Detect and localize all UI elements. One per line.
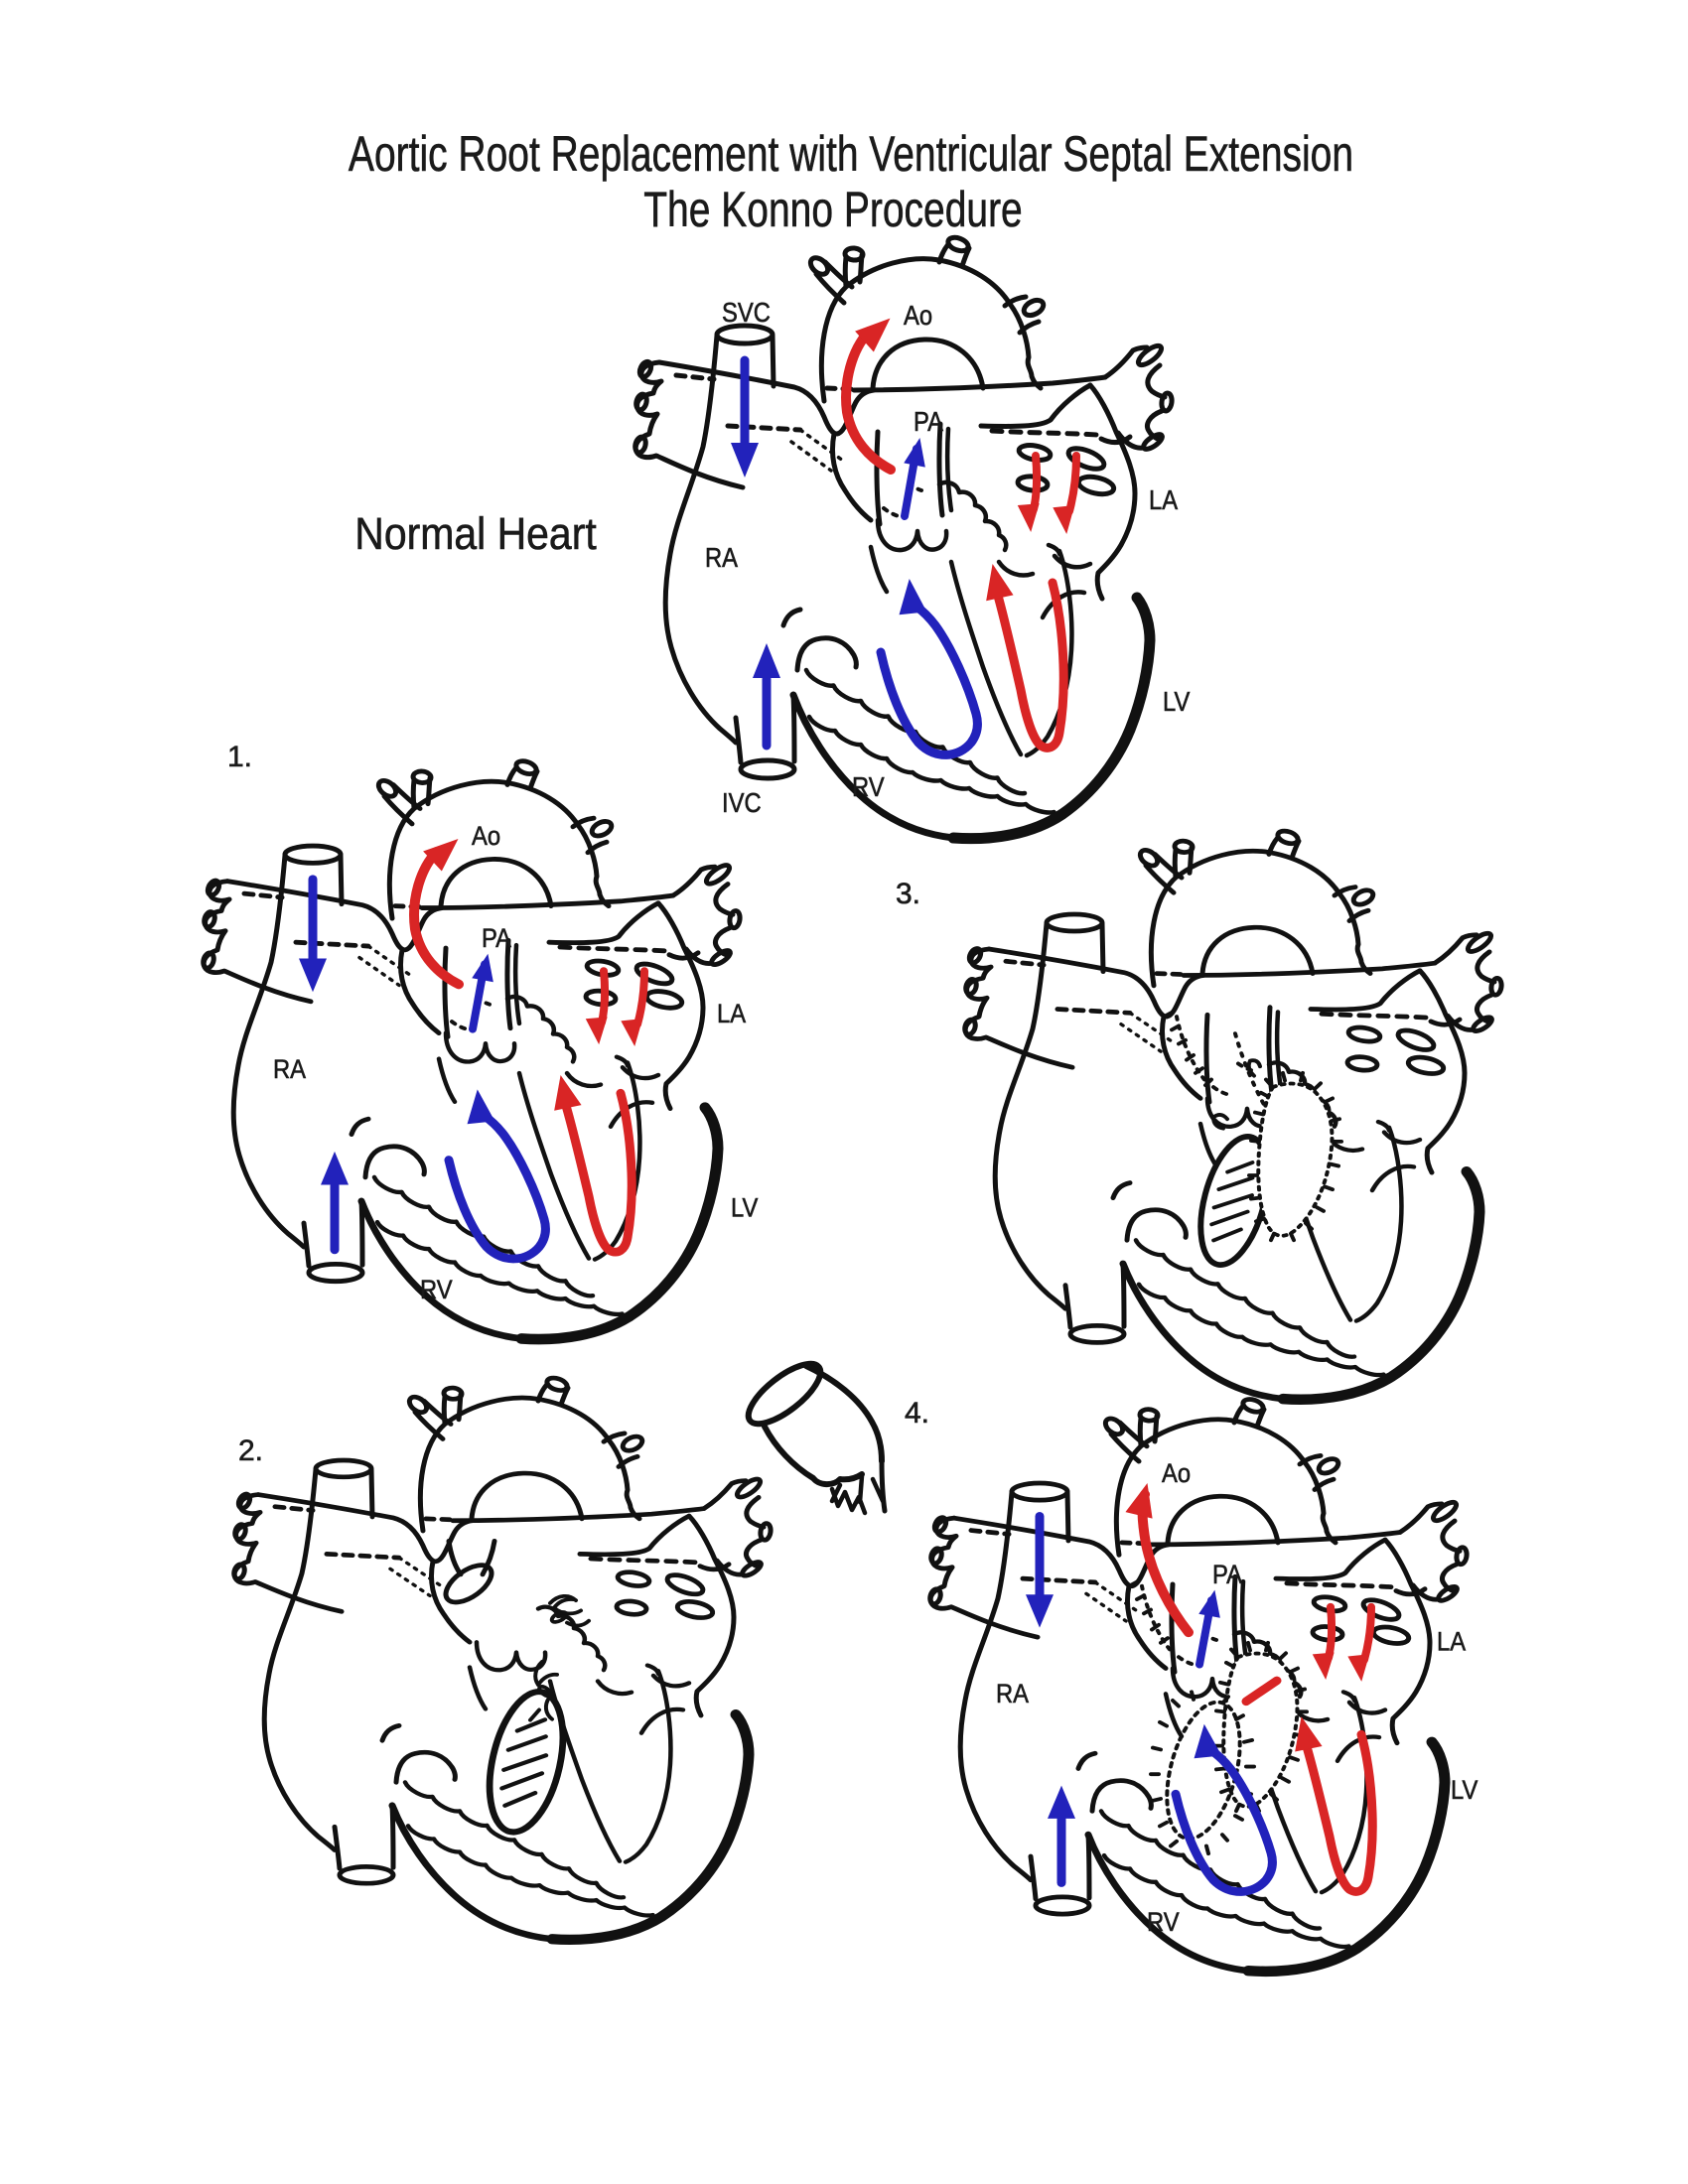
svg-text:RA: RA	[996, 1680, 1029, 1709]
svg-text:SVC: SVC	[722, 296, 771, 328]
svg-text:PA: PA	[1212, 1561, 1242, 1590]
svg-text:RA: RA	[273, 1054, 306, 1084]
svg-text:RA: RA	[705, 541, 739, 573]
svg-text:RV: RV	[852, 770, 885, 802]
svg-text:PA: PA	[482, 924, 511, 954]
svg-text:Aortic Root Replacement with V: Aortic Root Replacement with Ventricular…	[349, 125, 1353, 182]
svg-text:LA: LA	[1437, 1627, 1466, 1657]
svg-text:LV: LV	[1451, 1776, 1477, 1806]
svg-text:Normal Heart: Normal Heart	[354, 509, 596, 559]
svg-text:RV: RV	[1147, 1908, 1180, 1938]
svg-text:Ao: Ao	[1162, 1459, 1191, 1489]
svg-text:The Konno Procedure: The Konno Procedure	[643, 181, 1022, 237]
svg-text:Ao: Ao	[904, 299, 932, 331]
svg-text:LA: LA	[717, 1000, 746, 1029]
svg-text:3.: 3.	[896, 878, 920, 910]
svg-text:RV: RV	[420, 1276, 453, 1305]
svg-text:4.: 4.	[905, 1397, 929, 1430]
svg-text:LA: LA	[1149, 483, 1179, 515]
svg-text:2.: 2.	[238, 1434, 263, 1467]
svg-text:Ao: Ao	[472, 822, 500, 852]
svg-text:PA: PA	[914, 405, 944, 437]
svg-text:LV: LV	[1163, 685, 1191, 717]
svg-text:IVC: IVC	[722, 786, 762, 818]
svg-text:LV: LV	[731, 1193, 758, 1223]
svg-text:1.: 1.	[227, 741, 252, 773]
